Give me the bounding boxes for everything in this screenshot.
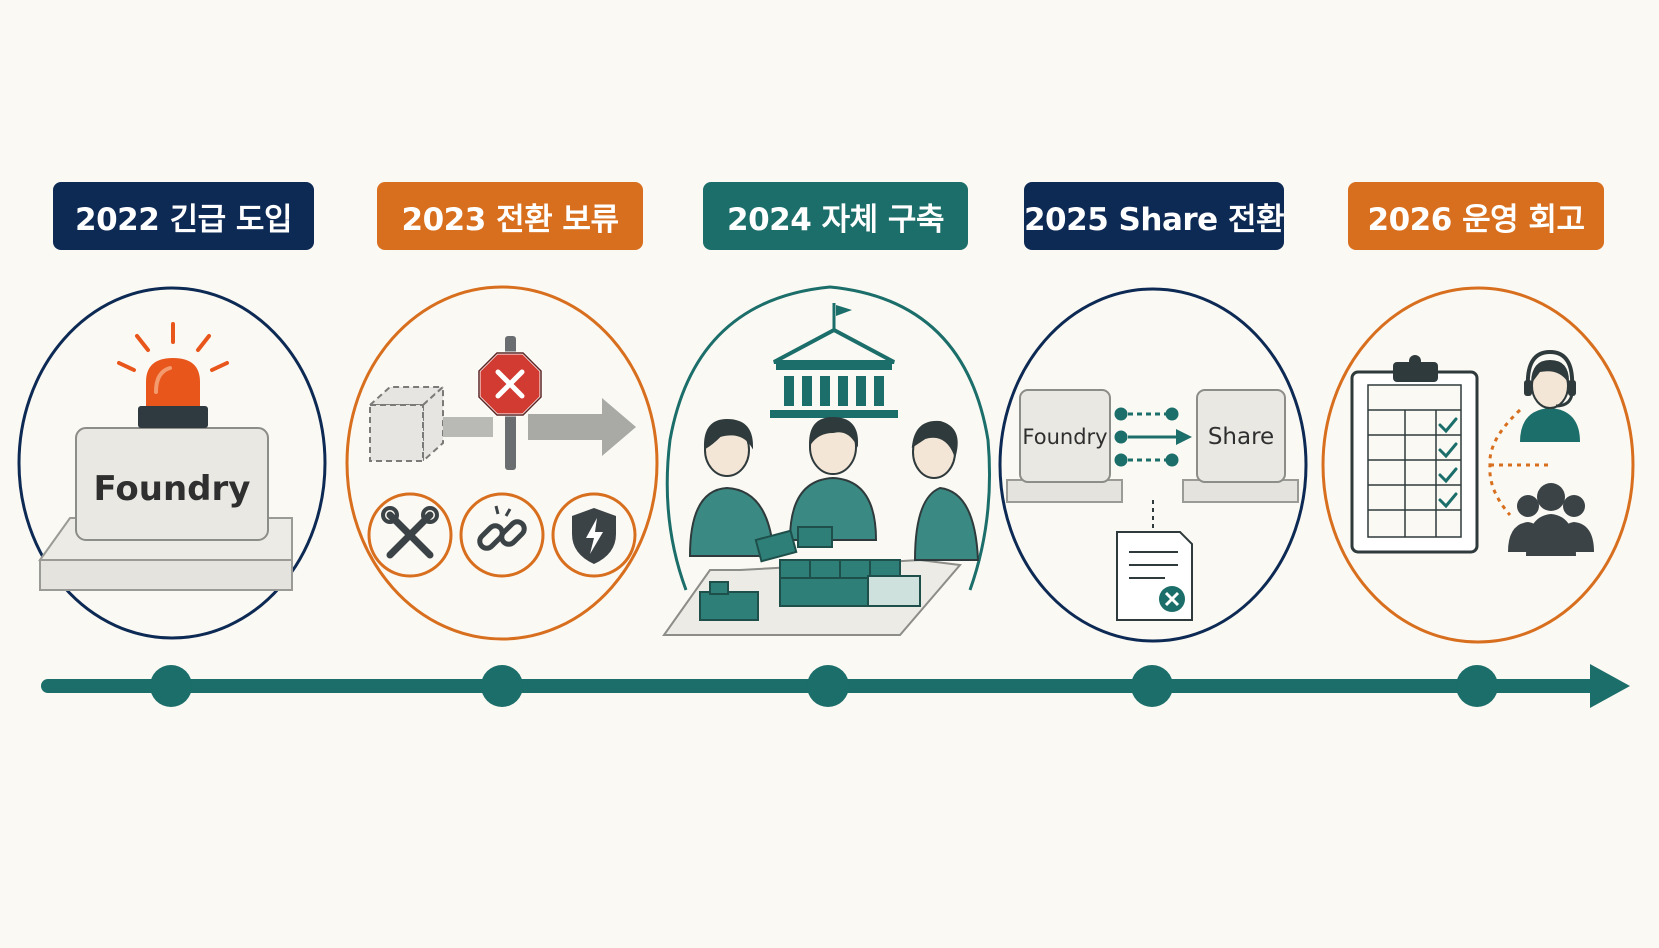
milestone-label-2026: 2026 운영 회고 — [1348, 182, 1604, 250]
support-agent-icon — [1520, 349, 1580, 442]
scene-2023 — [345, 285, 659, 641]
government-building-icon — [770, 303, 898, 418]
share-target-label: Share — [1208, 424, 1274, 450]
siren-icon — [117, 322, 229, 428]
timeline-node-2022 — [150, 665, 192, 707]
arrow-right-icon — [528, 398, 636, 456]
group-icon — [1508, 483, 1594, 556]
document-rejected-icon — [1116, 531, 1193, 621]
timeline-node-2024 — [807, 665, 849, 707]
timeline-axis — [41, 664, 1630, 708]
blocks-icon — [699, 526, 921, 621]
timeline-node-2026 — [1456, 665, 1498, 707]
stop-sign-icon — [477, 351, 543, 417]
foundry-source-box: Foundry — [1006, 389, 1123, 503]
migration-arrows — [1114, 407, 1192, 467]
timeline-node-2023 — [481, 665, 523, 707]
timeline-arrow-head — [1590, 664, 1630, 708]
tools-icon — [367, 492, 453, 578]
cube-icon — [367, 384, 446, 464]
scene-2022: Foundry — [17, 286, 327, 640]
share-target-box: Share — [1182, 389, 1299, 503]
milestone-label-2022: 2022 긴급 도입 — [53, 182, 314, 250]
scene-2025: Foundry Share — [998, 287, 1308, 643]
scene-2024 — [662, 285, 992, 636]
broken-link-icon — [459, 492, 545, 578]
people-icon — [688, 416, 980, 561]
clipboard-checklist-icon — [1350, 355, 1479, 554]
foundry-box-label: Foundry — [94, 469, 251, 509]
milestone-label-2025: 2025 Share 전환 — [1024, 182, 1285, 250]
milestone-label-2024: 2024 자체 구축 — [703, 182, 968, 250]
scene-2026 — [1321, 286, 1635, 644]
shield-alert-icon — [551, 492, 637, 578]
foundry-source-label: Foundry — [1022, 425, 1107, 449]
milestone-label-2023: 2023 전환 보류 — [377, 182, 643, 250]
timeline-node-2025 — [1131, 665, 1173, 707]
